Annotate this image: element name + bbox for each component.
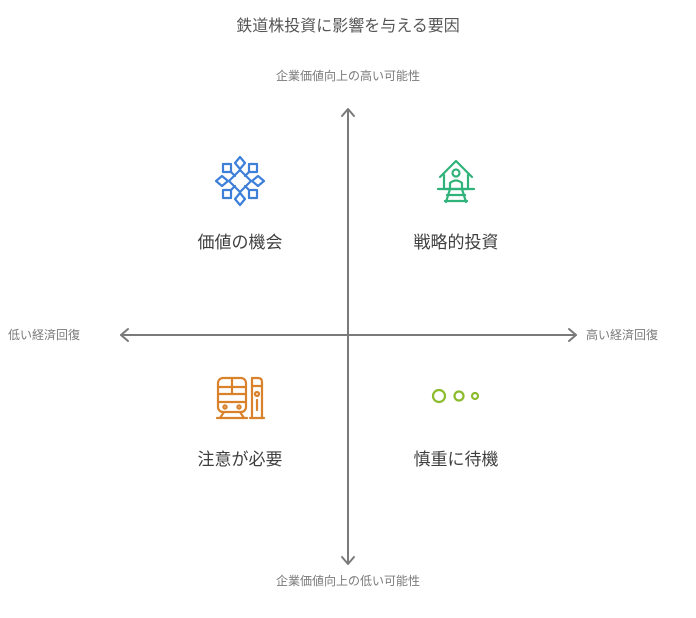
horizontal-axis-right-arrow bbox=[568, 328, 577, 342]
station-building-icon bbox=[436, 159, 476, 204]
waiting-dots-icon bbox=[431, 388, 480, 404]
quadrant-label-caution-needed: 注意が必要 bbox=[197, 450, 283, 470]
lattice-star-icon bbox=[214, 155, 266, 207]
axis-label-bottom: 企業価値向上の低い可能性 bbox=[275, 574, 420, 588]
quadrant-label-value-opportunity: 価値の機会 bbox=[197, 233, 283, 253]
axis-label-right: 高い経済回復 bbox=[586, 328, 659, 342]
axis-label-left: 低い経済回復 bbox=[8, 328, 81, 342]
quadrant-label-wait-carefully: 慎重に待機 bbox=[413, 450, 499, 470]
vertical-axis-bottom-arrow bbox=[341, 556, 355, 565]
horizontal-axis-left-arrow bbox=[120, 328, 129, 342]
vertical-axis-top-arrow bbox=[341, 108, 355, 117]
train-icon bbox=[215, 376, 266, 420]
axis-label-top: 企業価値向上の高い可能性 bbox=[275, 69, 420, 83]
quadrant-label-strategic-investment: 戦略的投資 bbox=[413, 233, 499, 253]
diagram-title: 鉄道株投資に影響を与える要因 bbox=[236, 16, 460, 35]
